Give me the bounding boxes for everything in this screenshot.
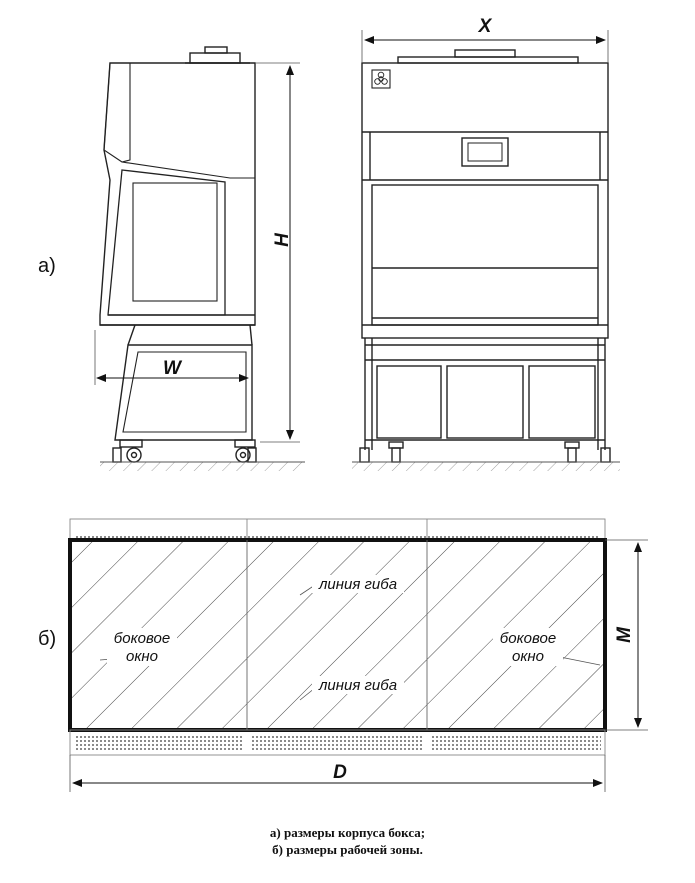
dimension-m-label: M	[614, 626, 635, 643]
dimension-x	[361, 30, 609, 63]
figure-caption: а) размеры корпуса бокса; б) размеры раб…	[0, 824, 695, 858]
side-view	[99, 46, 257, 463]
dimension-h	[255, 62, 300, 443]
floor-right	[352, 461, 620, 471]
front-view	[359, 49, 611, 463]
caption-line-1: а) размеры корпуса бокса;	[269, 825, 426, 840]
dimension-x-label: X	[478, 16, 493, 37]
dimension-w	[94, 330, 249, 385]
panel-b-label: б)	[38, 628, 56, 650]
bend-line-label-bottom: линия гиба	[318, 677, 397, 694]
side-window-label-left-2: окно	[126, 648, 158, 665]
dimension-h-label: H	[272, 232, 293, 247]
side-window-label-right-1: боковое	[500, 630, 556, 647]
side-window-label-left-1: боковое	[114, 630, 170, 647]
caption-line-2: б) размеры рабочей зоны.	[272, 842, 423, 857]
panel-a-label: а)	[38, 255, 56, 277]
bend-line-label-top: линия гиба	[318, 576, 397, 593]
floor-left	[100, 461, 305, 471]
dimension-m	[605, 539, 648, 731]
dimension-w-label: W	[163, 358, 183, 379]
biohazard-icon	[371, 69, 391, 89]
dimension-d	[69, 755, 606, 792]
dimension-d-label: D	[333, 762, 347, 783]
side-window-label-right-2: окно	[512, 648, 544, 665]
